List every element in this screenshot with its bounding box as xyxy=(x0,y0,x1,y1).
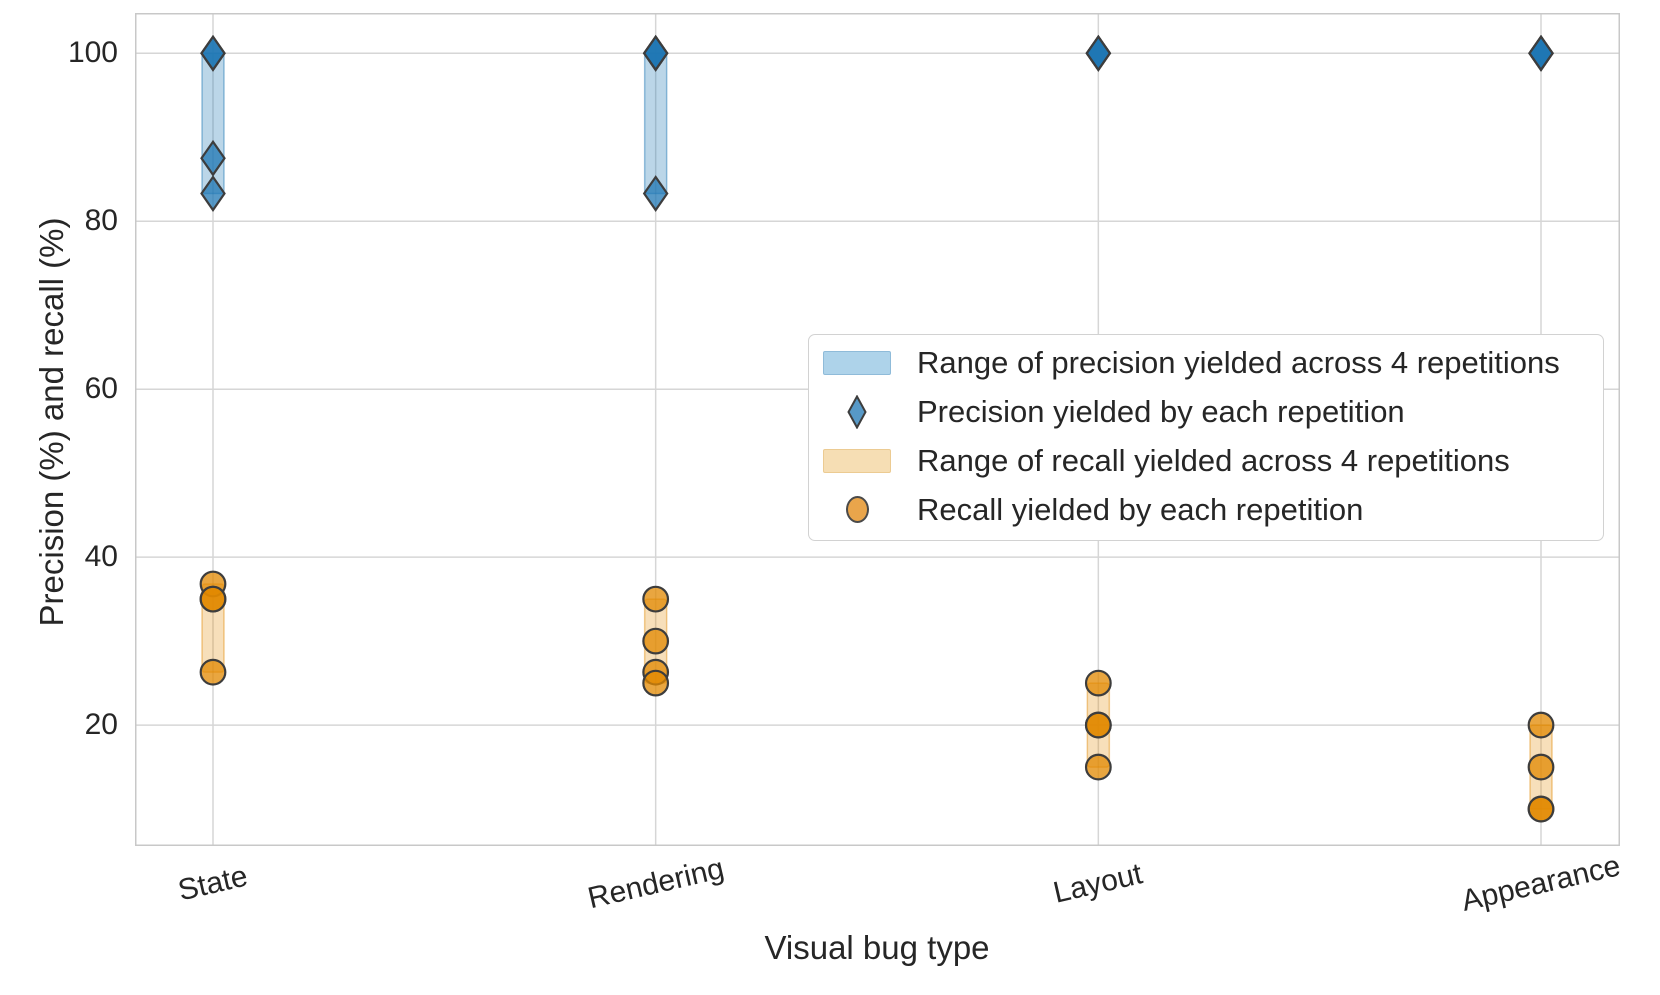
precision-marker xyxy=(200,139,226,177)
legend-label: Precision yielded by each repetition xyxy=(917,393,1405,429)
precision-diamond-swatch-icon xyxy=(809,394,905,429)
recall-marker xyxy=(199,585,227,613)
legend-item-recall-range: Range of recall yielded across 4 repetit… xyxy=(809,436,1603,485)
y-tick-label: 40 xyxy=(84,540,118,574)
y-tick-label: 80 xyxy=(84,204,118,238)
recall-marker xyxy=(642,585,670,613)
recall-marker xyxy=(1527,711,1555,739)
plot-border xyxy=(135,13,1620,846)
legend: Range of precision yielded across 4 repe… xyxy=(808,334,1604,541)
recall-marker xyxy=(642,627,670,655)
precision-marker xyxy=(642,175,669,212)
precision-range-bar xyxy=(643,52,668,195)
recall-marker xyxy=(1527,795,1555,823)
legend-item-precision-range: Range of precision yielded across 4 repe… xyxy=(809,338,1603,387)
y-tick-label: 20 xyxy=(84,708,118,742)
recall-marker xyxy=(199,658,227,686)
y-tick-label: 60 xyxy=(84,372,118,406)
precision-marker xyxy=(642,34,669,72)
precision-range-swatch-icon xyxy=(809,350,905,375)
precision-marker xyxy=(1085,34,1112,72)
recall-range-swatch-icon xyxy=(809,448,905,473)
recall-marker xyxy=(1084,669,1112,697)
legend-label: Recall yielded by each repetition xyxy=(917,491,1364,527)
recall-marker xyxy=(642,669,670,697)
x-axis-label: Visual bug type xyxy=(764,929,990,966)
legend-label: Range of precision yielded across 4 repe… xyxy=(917,344,1560,380)
y-axis-label: Precision (%) and recall (%) xyxy=(33,217,70,627)
y-tick-label: 100 xyxy=(67,36,118,70)
recall-marker xyxy=(1084,711,1112,739)
precision-marker xyxy=(200,34,226,72)
recall-marker xyxy=(1527,753,1555,781)
legend-item-precision-marker: Precision yielded by each repetition xyxy=(809,387,1603,436)
chart-canvas xyxy=(135,13,1620,846)
precision-marker xyxy=(200,175,226,212)
legend-label: Range of recall yielded across 4 repetit… xyxy=(917,442,1510,478)
precision-marker xyxy=(1528,34,1554,72)
plot-area xyxy=(135,13,1620,846)
recall-circle-swatch-icon xyxy=(809,496,905,523)
legend-item-recall-marker: Recall yielded by each repetition xyxy=(809,485,1603,534)
recall-marker xyxy=(1084,753,1112,781)
